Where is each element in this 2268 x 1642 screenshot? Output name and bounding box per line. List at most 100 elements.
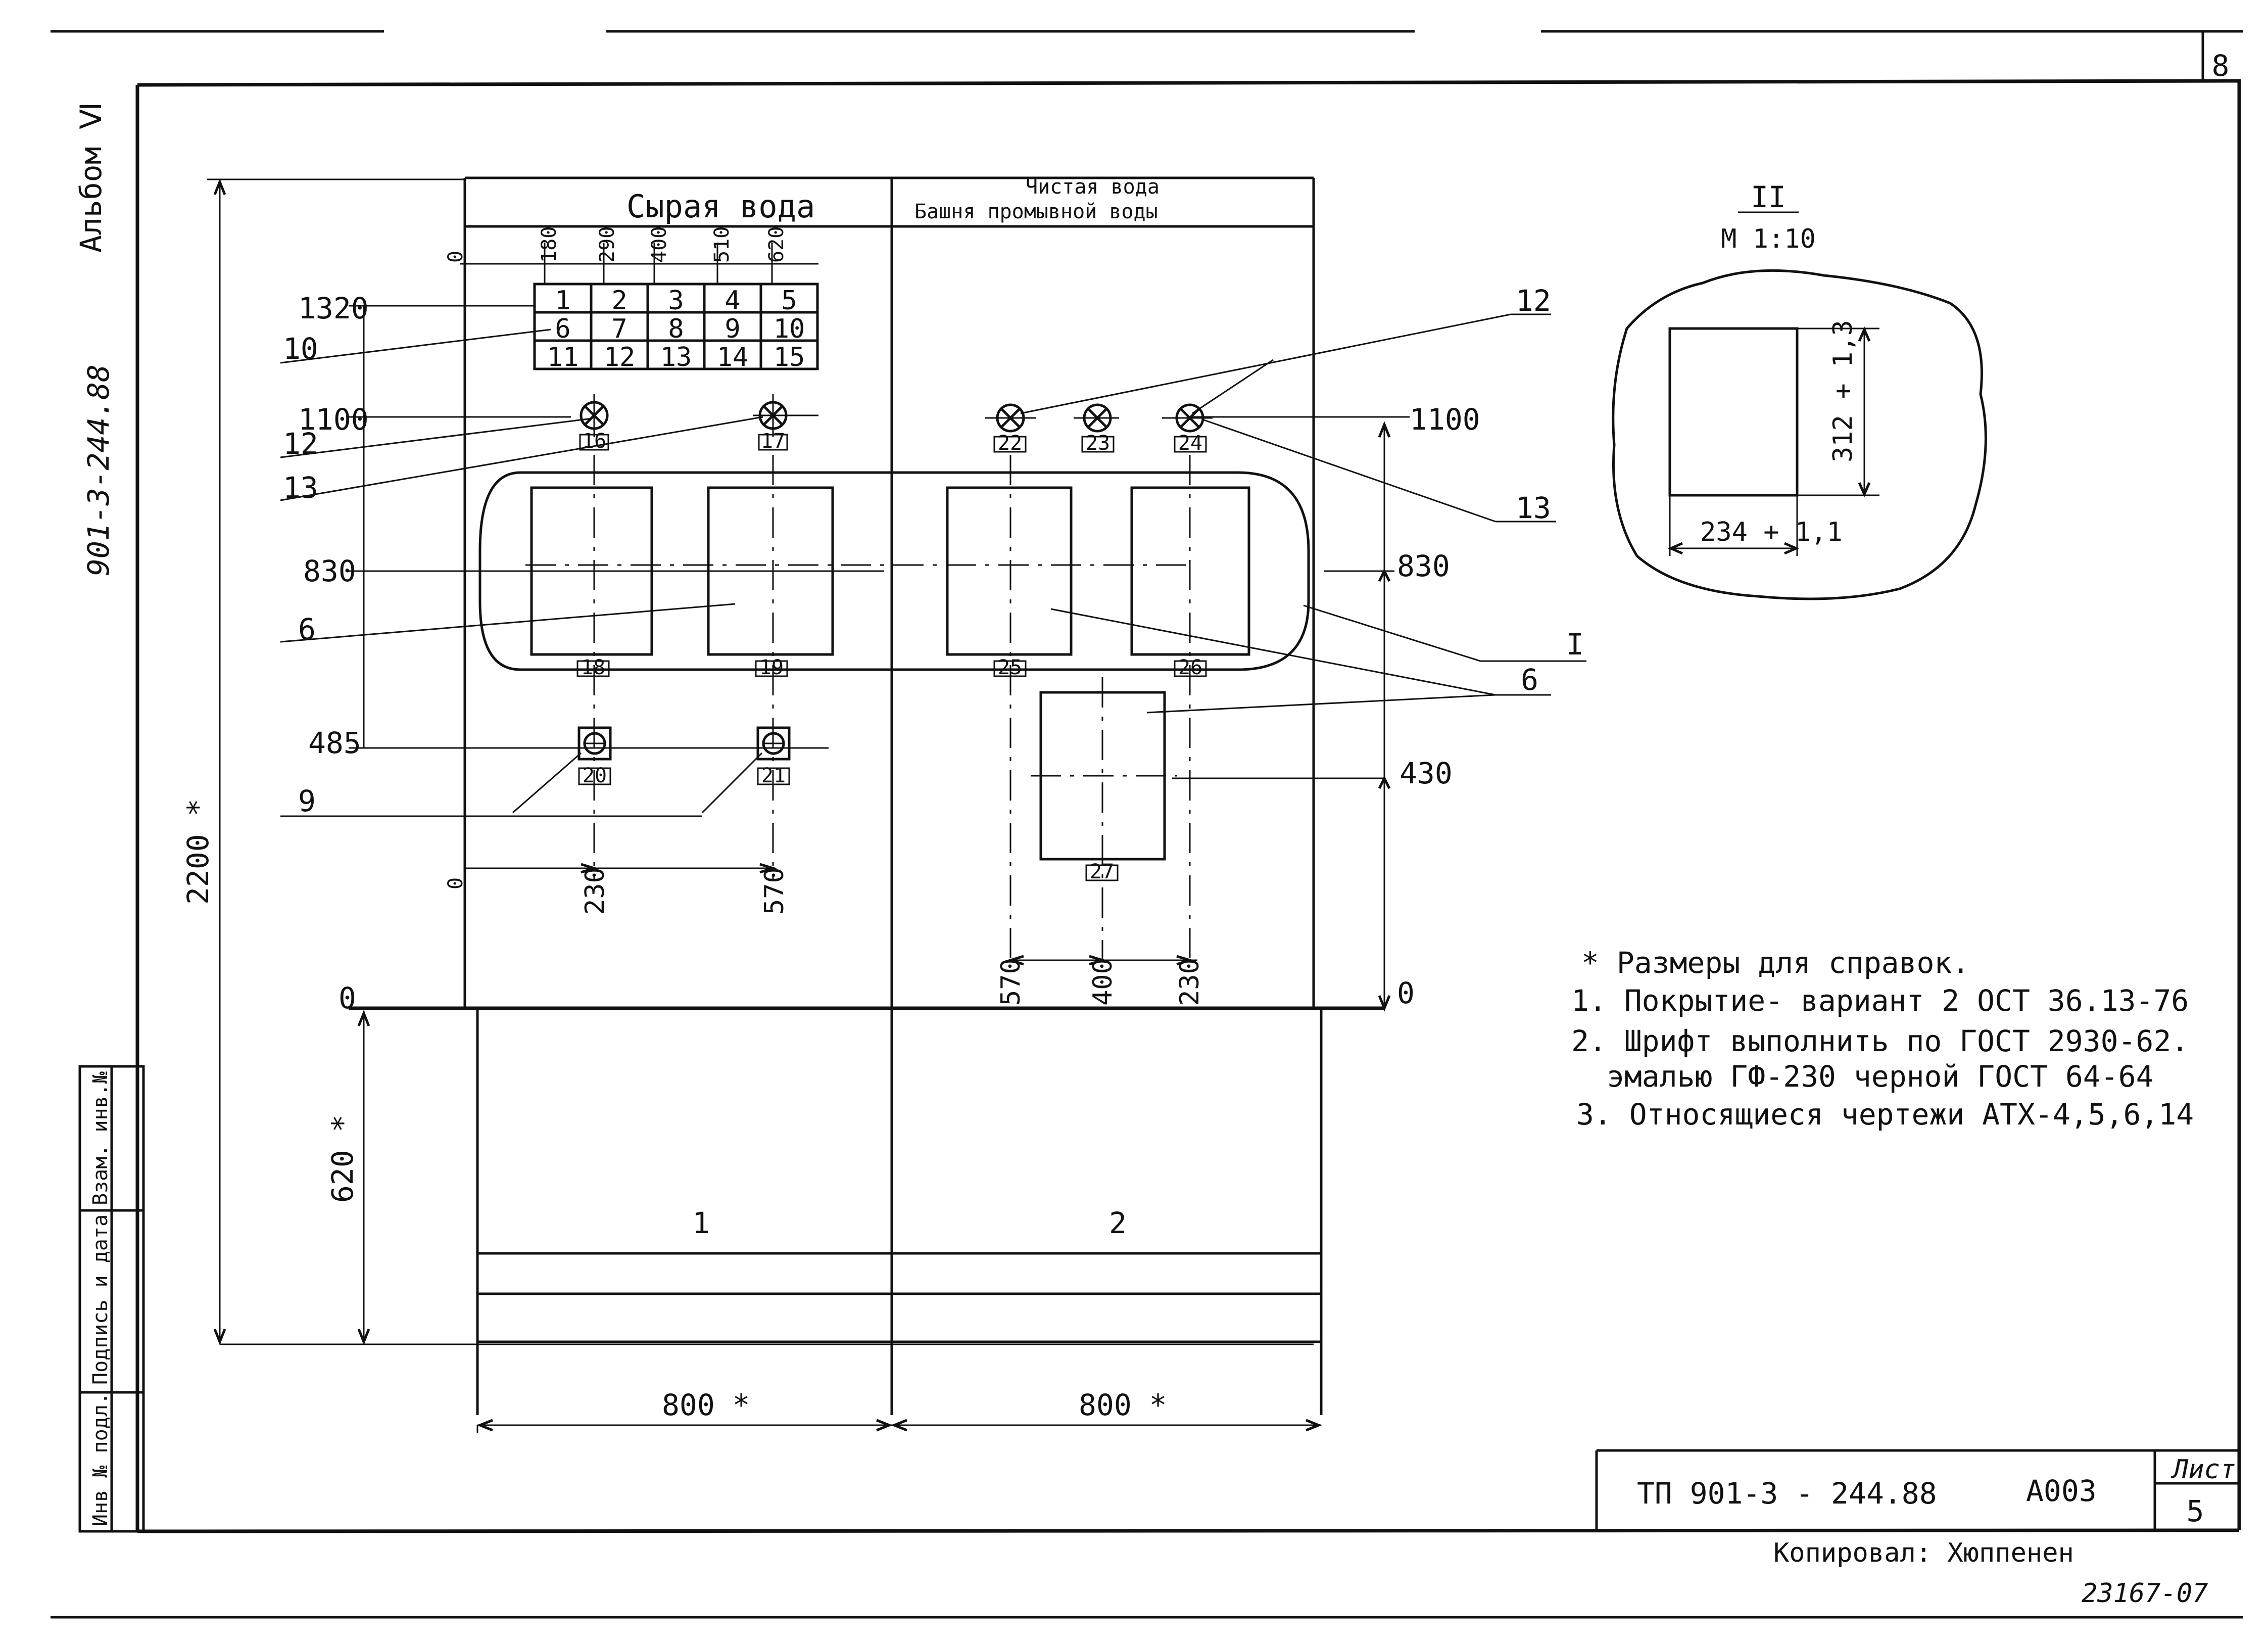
lamp-17 [753,394,818,437]
level-1320: 1320 [298,291,369,325]
tag-27: 27 [1090,860,1114,883]
grid-cell: 13 [660,342,692,372]
grid-cell: 3 [668,286,684,316]
lamp-16 [580,394,609,437]
note-2: 2. Шрифт выполнить по ГОСТ 2930-62. [1571,1024,2189,1058]
level-0-right: 0 [1397,976,1415,1010]
level-lines-right [1172,416,1410,1012]
inv-no-label: Инв № подл. [89,1392,112,1526]
level-1100: 1100 [298,402,369,437]
lamp-23 [1074,403,1119,433]
callout-12-right: 12 [1516,284,1551,318]
replace-inv-label: Взам. инв.№ [89,1071,112,1205]
stamp-code: ТП 901-3 - 244.88 [1637,1476,1937,1511]
grid-cell: 7 [611,314,627,344]
tag-21: 21 [761,764,786,787]
sign-date-label: Подпись и дата [89,1214,112,1385]
tag-16: 16 [582,430,606,453]
grid-cell: 5 [781,286,797,316]
callout-13-right: 13 [1516,491,1551,525]
title-block [1595,1449,2239,1530]
tag-18: 18 [581,656,605,679]
height-total-dim: 2200 * [181,799,215,905]
tag-22: 22 [998,432,1022,455]
callout-6-left: 6 [298,612,316,646]
tag-20: 20 [583,764,607,787]
album-label: Альбом Ⅵ [74,102,108,253]
section2-title-line2: Башня промывной воды [914,200,1158,223]
side-stamp-box [78,1065,145,1533]
grid-cell: 12 [604,342,636,372]
bottom-dim-r230: 230 [1175,958,1205,1006]
notes-block: * Размеры для справок. 1. Покрытие- вари… [1571,946,2194,1132]
callout-12-left: 12 [283,427,318,461]
zero-top-dim: 0 [444,251,467,263]
grid-cell: 8 [668,314,684,344]
top-dim-labels: 180 290 400 510 620 [538,226,788,263]
bottom-dim-570: 570 [759,867,790,915]
callout-labels: 10 12 13 6 9 12 13 I 6 [283,284,1584,818]
window-25 [946,486,1073,656]
sheet-frame [51,30,2243,1619]
switches [577,726,791,761]
bottom-dims-left [465,863,778,874]
note-3: 3. Относящиеся чертежи АТХ-4,5,6,14 [1576,1097,2194,1132]
grid-cell: 2 [611,286,627,316]
display-windows [530,455,1250,960]
top-dim-180: 180 [538,226,561,263]
grid-cell: 15 [774,342,805,372]
project-code-vertical: 901-3-244.88 [81,364,116,576]
grid-cell: 14 [717,342,749,372]
top-dim-400: 400 [648,226,671,263]
detail-view-ii [1612,211,1987,600]
tag-19: 19 [759,656,784,679]
tag-24: 24 [1178,432,1202,455]
section2-title-line1: Чистая вода [1026,175,1160,199]
top-dim-510: 510 [710,226,734,263]
width1-dim: 800 * [662,1388,750,1422]
level-430: 430 [1400,756,1453,790]
grid-cell: 11 [547,342,579,372]
level-0: 0 [339,981,356,1015]
panel-outline [349,176,1384,1415]
detail-title: II [1751,180,1786,214]
detail-dim-width: 234 + 1,1 [1700,517,1843,547]
page-number: 8 [2212,49,2230,83]
cutout-capsule [478,471,1310,671]
top-dim-290: 290 [596,226,619,263]
section1-label: 1 [692,1206,710,1240]
width-dimensions [476,1419,1322,1433]
width2-dim: 800 * [1079,1388,1167,1422]
label-grid [533,283,819,370]
section2-label: 2 [1109,1206,1127,1240]
bottom-dim-r400: 400 [1088,958,1118,1006]
tag-17: 17 [761,430,785,453]
item-tag-labels: 16 17 18 19 20 21 22 23 24 25 26 27 [581,430,1202,883]
height-lower-dim: 620 * [325,1114,360,1203]
switch-20 [577,726,612,761]
note-1: 1. Покрытие- вариант 2 ОСТ 36.13-76 [1571,983,2189,1018]
bottom-dims-right [1006,955,1197,966]
grid-cell: 10 [774,314,805,344]
stamp-sheet-number: 5 [2187,1494,2204,1528]
window-19 [707,486,834,656]
bottom-dim-r570: 570 [996,958,1026,1006]
note-2-continued: эмалью ГФ-230 черной ГОСТ 64-64 [1607,1059,2154,1094]
grid-cell: 6 [555,314,570,344]
grid-cell: 4 [725,286,740,316]
callout-leaders [280,313,1586,817]
copyist-label: Копировал: Хюппенен [1773,1538,2074,1568]
detail-dim-height: 312 + 1,3 [1828,320,1858,462]
label-grid-cells: 1 2 3 4 5 6 7 8 9 10 11 12 13 14 15 [547,286,805,372]
stamp-sheet-label: Лист [2170,1455,2236,1485]
tag-26: 26 [1178,656,1202,679]
lamp-indicators [580,394,1213,437]
level-1100-right: 1100 [1410,402,1480,437]
level-830: 830 [303,554,356,588]
callout-I: I [1566,627,1584,662]
callout-10: 10 [283,332,318,366]
callout-6-right: 6 [1521,663,1538,697]
grid-cell: 1 [555,286,570,316]
